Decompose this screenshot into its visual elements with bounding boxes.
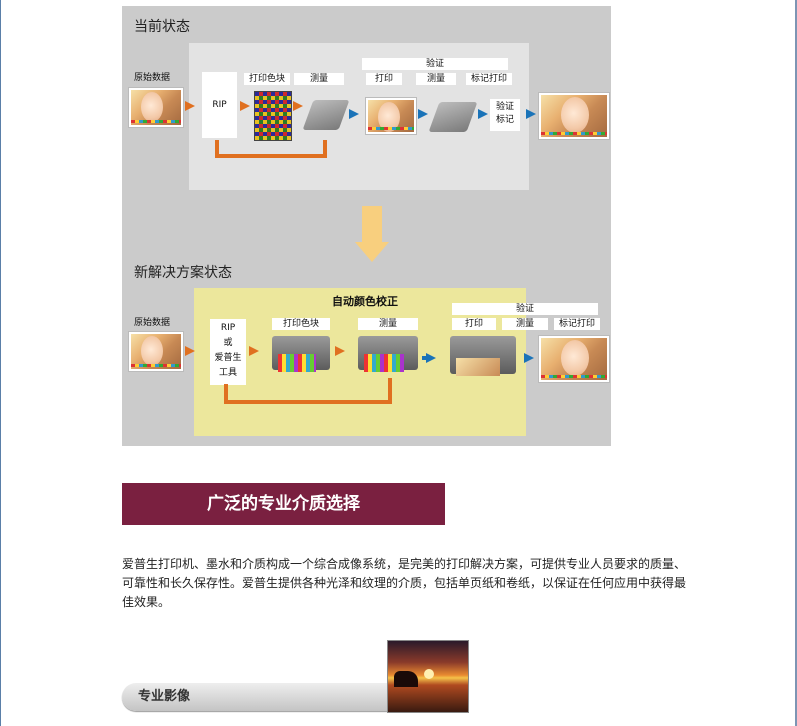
loop-arrow-left	[215, 140, 219, 158]
original-photo-image	[129, 332, 183, 371]
print-patches-label: 打印色块	[244, 73, 290, 85]
arrow-right-blue-icon	[349, 109, 359, 119]
arrow-right-icon	[185, 101, 195, 111]
workflow-diagram: 当前状态 原始数据 RIP 打印色块 测量 验证 打印 测量 标记打印 验证 标…	[122, 6, 611, 446]
auto-color-calibration-label: 自动颜色校正	[332, 295, 398, 308]
arrow-right-blue-icon	[426, 353, 436, 363]
final-photo-image	[539, 93, 609, 139]
original-photo-image	[129, 88, 183, 127]
page-border-left	[0, 0, 1, 726]
verify-header: 验证	[362, 58, 508, 70]
verify-label-print-label: 标记打印	[466, 73, 512, 85]
verify-mark-box: 验证 标记	[490, 99, 520, 131]
arrow-right-icon	[249, 346, 259, 356]
arrow-right-blue-icon	[418, 109, 428, 119]
down-arrow-icon	[355, 242, 389, 262]
professional-imaging-tab[interactable]: 专业影像	[122, 683, 390, 711]
verify-print-label: 打印	[366, 73, 402, 85]
verify-label-print-label: 标记打印	[554, 318, 600, 330]
color-patch-chart-image	[254, 91, 292, 141]
rip-or-epson-tool-box: RIP 或 爱普生 工具	[210, 319, 246, 385]
verify-measure-label: 测量	[416, 73, 456, 85]
arrow-right-blue-icon	[478, 109, 488, 119]
sunset-photo-image	[387, 640, 469, 713]
arrow-shaft	[422, 356, 428, 360]
loop-arrow-right	[388, 378, 392, 404]
professional-imaging-label: 专业影像	[138, 689, 191, 704]
final-photo-image	[539, 336, 609, 382]
measure-label: 测量	[358, 318, 418, 330]
page-border-right	[795, 0, 797, 726]
loop-arrow-bottom	[224, 400, 392, 404]
arrow-right-icon	[185, 346, 195, 356]
new-solution-title: 新解决方案状态	[134, 265, 232, 281]
banner-title: 广泛的专业介质选择	[207, 494, 360, 514]
loop-arrow-right	[323, 140, 327, 158]
arrow-right-icon	[293, 101, 303, 111]
loop-arrow-left	[224, 384, 228, 404]
printer-image	[358, 336, 418, 372]
verify-measure-label: 测量	[502, 318, 548, 330]
arrow-right-blue-icon	[524, 353, 534, 363]
arrow-right-icon	[240, 101, 250, 111]
arrow-right-blue-icon	[526, 109, 536, 119]
section-banner: 广泛的专业介质选择	[122, 483, 445, 525]
down-arrow-shaft	[362, 206, 382, 242]
printed-photo-image	[366, 98, 416, 134]
original-data-label: 原始数据	[134, 318, 171, 328]
verify-print-label: 打印	[452, 318, 496, 330]
original-data-label: 原始数据	[134, 73, 171, 83]
verify-header: 验证	[452, 303, 598, 315]
printer-image	[272, 336, 330, 372]
rip-box: RIP	[202, 72, 237, 138]
measure-label: 测量	[294, 73, 344, 85]
description-paragraph: 爱普生打印机、墨水和介质构成一个综合成像系统，是完美的打印解决方案，可提供专业人…	[122, 557, 687, 609]
print-patches-label: 打印色块	[272, 318, 330, 330]
arrow-right-icon	[335, 346, 345, 356]
loop-arrow-bottom	[215, 154, 327, 158]
printer-with-photo-image	[450, 336, 516, 376]
current-state-title: 当前状态	[134, 19, 190, 35]
